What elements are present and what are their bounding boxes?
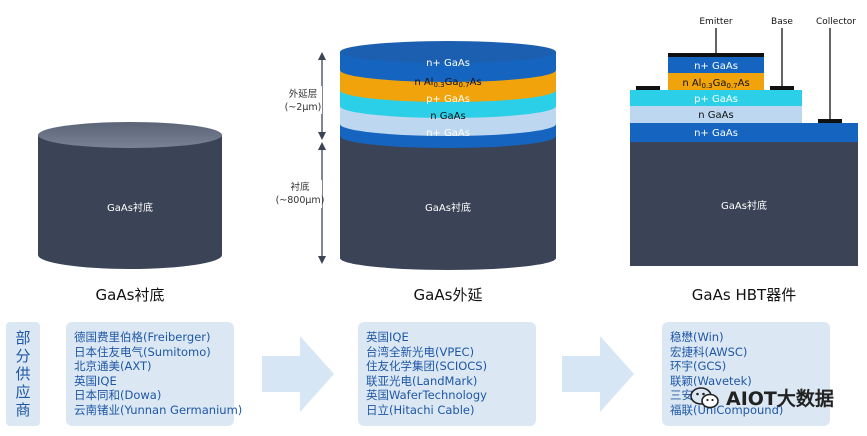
flow-arrow-1 — [262, 336, 334, 412]
sub-dim-label-1: 衬底 — [290, 181, 310, 193]
epi-dim-label-bg — [286, 86, 322, 114]
sub-arrow-head-bottom — [318, 256, 326, 264]
side-label-char: 供 — [15, 365, 31, 383]
side-label-char: 应 — [15, 383, 31, 401]
epitaxy-suppliers-list: 英国IQE 台湾全新光电(VPEC) 住友化学集团(SCIOCS) 联亚光电(L… — [366, 330, 487, 417]
hbt-caption: GaAs HBT器件 — [691, 286, 797, 304]
watermark-text: AIOT大数据 — [726, 388, 834, 410]
collector-contact — [818, 119, 842, 123]
epi-label-p-plus: p+ GaAs — [426, 94, 470, 105]
hbt-label-p-plus: p+ GaAs — [694, 94, 738, 105]
epitaxy-caption: GaAs外延 — [413, 286, 483, 304]
supplier-item: 联亚光电(LandMark) — [366, 373, 478, 388]
hbt-label-n-plus-top: n+ GaAs — [694, 61, 738, 72]
watermark: AIOT大数据 — [690, 384, 834, 411]
hbt-label-n-plus-bottom: n+ GaAs — [694, 128, 738, 139]
hbt-substrate-label: GaAs衬底 — [721, 199, 767, 212]
sub-arrow-head-top — [318, 142, 326, 150]
supplier-item: 日本同和(Dowa) — [74, 388, 162, 402]
dimension-arrows — [318, 52, 326, 264]
substrate-body — [38, 135, 222, 269]
epi-dim-label-1: 外延层 — [289, 88, 318, 100]
hbt-device: Emitter Base Collector n+ GaAs n Al0.3Ga… — [630, 17, 858, 266]
substrate-suppliers-box — [66, 322, 234, 426]
supplier-item: 日立(Hitachi Cable) — [366, 402, 475, 417]
supplier-item: 德国费里伯格(Freiberger) — [74, 330, 211, 344]
supplier-item: 英国IQE — [366, 330, 409, 344]
epi-substrate-label: GaAs衬底 — [425, 201, 471, 214]
epi-label-n-plus-top: n+ GaAs — [426, 58, 470, 69]
supplier-item: 环宇(GCS) — [670, 359, 727, 373]
supplier-item: 宏捷科(AWSC) — [670, 344, 748, 359]
supplier-item: 稳懋(Win) — [670, 330, 724, 344]
epitaxy-substrate-body — [340, 136, 556, 270]
suppliers-side-label: 部 分 供 应 商 — [6, 322, 40, 426]
sub-dim-label-2: (~800μm) — [276, 195, 325, 206]
hbt-layer-p-plus — [630, 90, 802, 106]
emitter-label: Emitter — [699, 17, 733, 27]
supplier-item: 台湾全新光电(VPEC) — [366, 344, 475, 359]
collector-label: Collector — [816, 17, 856, 27]
device-suppliers-box — [662, 322, 830, 426]
supplier-item: 日本住友电气(Sumitomo) — [74, 344, 211, 359]
epi-arrow-head-bottom — [318, 132, 326, 140]
substrate-suppliers-list: 德国费里伯格(Freiberger) 日本住友电气(Sumitomo) 北京通美… — [74, 330, 242, 417]
epi-label-n-plus-bottom: n+ GaAs — [426, 128, 470, 139]
epi-label-algaas: n Al0.3Ga0.7As — [414, 77, 481, 89]
supplier-item: 云南锗业(Yunnan Germanium) — [74, 402, 243, 417]
substrate-caption: GaAs衬底 — [95, 286, 165, 304]
hbt-layer-algaas — [668, 73, 764, 90]
supplier-item: 住友化学集团(SCIOCS) — [366, 359, 488, 373]
side-label-char: 商 — [15, 401, 31, 419]
flow-arrow-2 — [562, 336, 634, 412]
device-suppliers-list: 稳懋(Win) 宏捷科(AWSC) 环宇(GCS) 联颖(Wavetek) 三安… — [670, 330, 783, 417]
epitaxy-suppliers-box — [358, 322, 536, 426]
base-label: Base — [771, 17, 793, 27]
substrate-top — [38, 122, 222, 148]
substrate-body-label: GaAs衬底 — [107, 201, 153, 214]
emitter-contact — [668, 53, 764, 57]
supplier-item: 英国WaferTechnology — [366, 388, 487, 402]
wechat-icon — [690, 386, 719, 408]
side-label-char: 分 — [15, 347, 31, 365]
supplier-item: 联颖(Wavetek) — [670, 373, 752, 388]
epitaxy-wafer: n+ GaAs n Al0.3Ga0.7As p+ GaAs n GaAs n+… — [340, 41, 556, 270]
epi-top-cap — [340, 41, 556, 63]
epi-label-n-gaas: n GaAs — [430, 111, 465, 122]
epi-dim-label-2: (~2μm) — [285, 102, 322, 113]
side-label-char: 部 — [15, 329, 31, 347]
supplier-item: 福联(UniCompound) — [670, 402, 784, 417]
substrate-wafer: GaAs衬底 — [38, 122, 222, 269]
hbt-layer-n-gaas — [630, 106, 802, 123]
base-contact-right — [770, 86, 794, 90]
hbt-substrate — [630, 142, 858, 266]
hbt-layer-n-plus-bottom — [630, 123, 858, 142]
epi-arrow-head-top — [318, 52, 326, 60]
supplier-item: 三安 — [670, 388, 693, 402]
supplier-item: 英国IQE — [74, 373, 117, 388]
supplier-item: 北京通美(AXT) — [74, 359, 152, 373]
base-contact-left — [636, 86, 660, 90]
sub-dim-label-bg — [276, 180, 322, 208]
hbt-label-n-gaas: n GaAs — [698, 110, 733, 121]
hbt-layer-n-plus-top — [668, 57, 764, 73]
hbt-label-algaas: n Al0.3Ga0.7As — [682, 78, 749, 90]
